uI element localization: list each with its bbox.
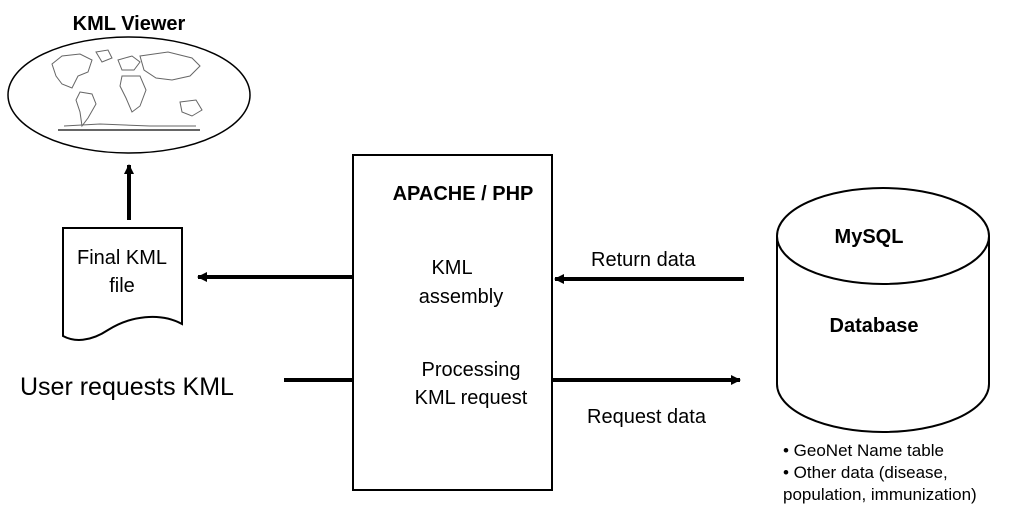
user-request-label: User requests KML: [20, 373, 234, 401]
assembly-label-line2: assembly: [419, 286, 503, 308]
viewer-title: KML Viewer: [73, 13, 186, 35]
apache-php-box: [352, 154, 553, 491]
assembly-label-line1: KML: [431, 257, 472, 279]
final-kml-file-shape: [62, 227, 183, 341]
database-label: Database: [830, 315, 919, 337]
return-data-label: Return data: [591, 249, 696, 271]
request-data-label: Request data: [587, 406, 707, 428]
database-note-3: population, immunization): [783, 485, 977, 504]
database-note-1: • GeoNet Name table: [783, 441, 944, 460]
world-map-icon: [51, 49, 203, 131]
file-label-line2: file: [109, 275, 135, 297]
globe-ellipse: [7, 36, 251, 154]
file-label-line1: Final KML: [77, 247, 167, 269]
database-title: MySQL: [835, 226, 904, 248]
server-title: APACHE / PHP: [393, 183, 534, 205]
database-cylinder: [776, 187, 990, 433]
processing-label-line2: KML request: [415, 387, 528, 409]
database-note-2: • Other data (disease,: [783, 463, 948, 482]
processing-label-line1: Processing: [422, 359, 521, 381]
